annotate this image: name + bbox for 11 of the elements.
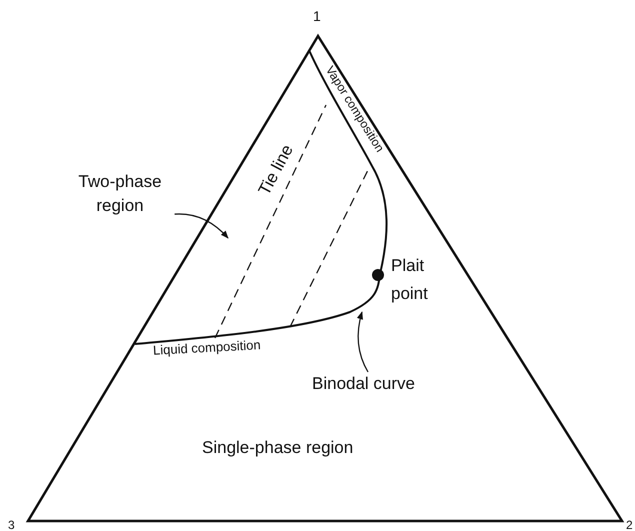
annotation-text: Two-phase region bbox=[55, 170, 185, 218]
label-text: Liquid composition bbox=[152, 336, 262, 360]
label-text: Tie line bbox=[254, 140, 298, 200]
label-text: Single-phase region bbox=[202, 437, 354, 459]
label-text: Plait point bbox=[391, 255, 429, 305]
label-text: 2 bbox=[626, 517, 633, 531]
leader-arrow bbox=[174, 213, 229, 239]
leader-arrow bbox=[357, 311, 369, 372]
label-text: 3 bbox=[8, 517, 15, 531]
annotation-text: Binodal curve bbox=[312, 372, 472, 396]
label-text: 1 bbox=[313, 7, 321, 26]
